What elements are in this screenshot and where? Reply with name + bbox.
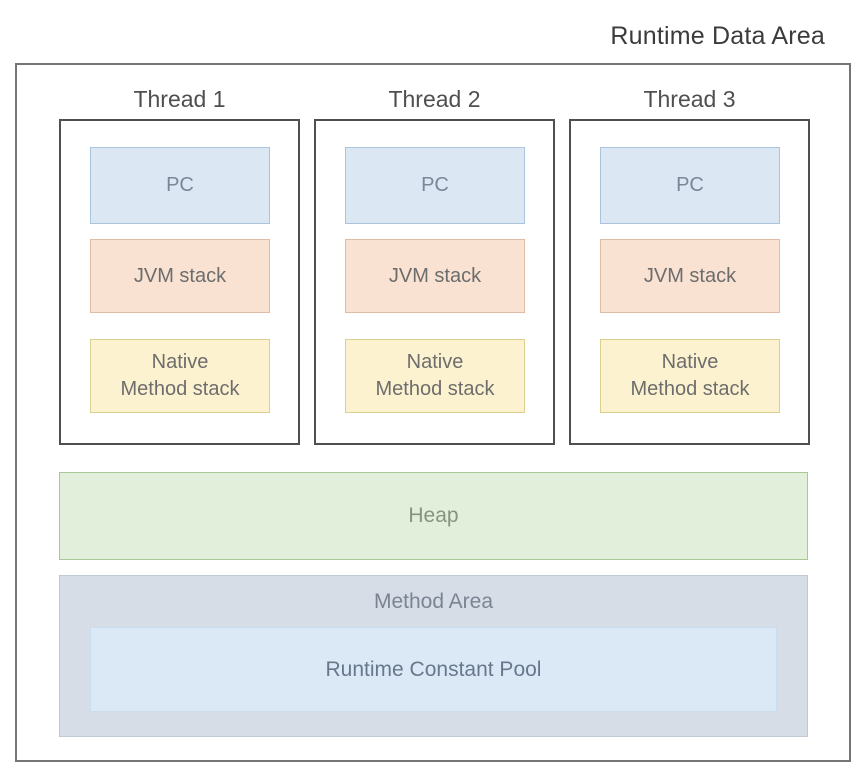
method-area-label: Method Area [373, 590, 494, 613]
jvm-stack-box: JVM stack [600, 239, 780, 313]
method-area-box: Method Area Runtime Constant Pool [59, 575, 808, 737]
jvm-stack-label: JVM stack [133, 264, 227, 287]
runtime-data-area-container: Thread 1 PC JVM stack Native Method stac… [15, 63, 851, 762]
pc-box: PC [600, 147, 780, 224]
native-method-stack-label: Native Method stack [120, 351, 240, 400]
thread-column-1: Thread 1 PC JVM stack Native Method stac… [59, 85, 300, 445]
heap-label: Heap [408, 504, 459, 527]
thread-2-box: PC JVM stack Native Method stack [314, 119, 555, 445]
thread-3-box: PC JVM stack Native Method stack [569, 119, 810, 445]
thread-1-box: PC JVM stack Native Method stack [59, 119, 300, 445]
native-method-stack-label: Native Method stack [375, 351, 495, 400]
native-method-stack-box: Native Method stack [345, 339, 525, 413]
heap-box: Heap [59, 472, 808, 560]
thread-column-3: Thread 3 PC JVM stack Native Method stac… [569, 85, 810, 445]
jvm-stack-box: JVM stack [345, 239, 525, 313]
native-method-stack-box: Native Method stack [600, 339, 780, 413]
thread-1-label: Thread 1 [133, 86, 226, 112]
pc-box: PC [90, 147, 270, 224]
pc-label: PC [676, 174, 704, 196]
thread-column-2: Thread 2 PC JVM stack Native Method stac… [314, 85, 555, 445]
pc-label: PC [166, 174, 194, 196]
thread-3-label: Thread 3 [643, 86, 736, 112]
runtime-constant-pool-label: Runtime Constant Pool [325, 657, 542, 681]
thread-2-label: Thread 2 [388, 86, 481, 112]
native-method-stack-box: Native Method stack [90, 339, 270, 413]
pc-label: PC [421, 174, 449, 196]
diagram-title: Runtime Data Area [610, 22, 825, 50]
jvm-stack-box: JVM stack [90, 239, 270, 313]
runtime-constant-pool-box: Runtime Constant Pool [90, 627, 777, 712]
pc-box: PC [345, 147, 525, 224]
jvm-stack-label: JVM stack [643, 264, 737, 287]
jvm-stack-label: JVM stack [388, 264, 482, 287]
native-method-stack-label: Native Method stack [630, 351, 750, 400]
